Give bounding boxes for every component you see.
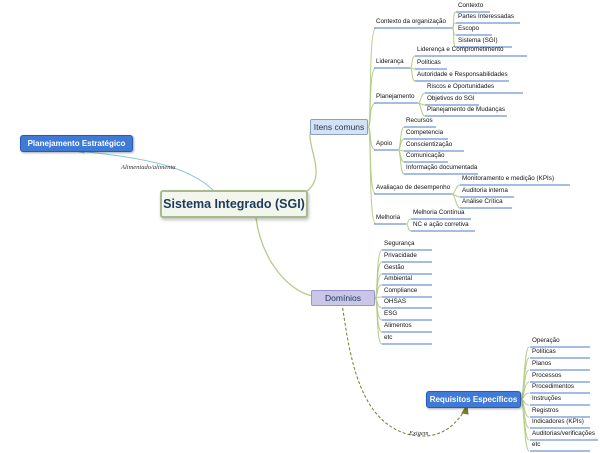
requisito-planos[interactable]: Planos	[532, 360, 552, 367]
item-escopo[interactable]: Escopo	[458, 25, 480, 32]
relationship-label-exigem: Exigem	[409, 430, 429, 437]
branch-nc-e-acao-corretiva	[405, 223, 412, 232]
branch-itens-planejamento	[367, 102, 377, 128]
central-topic-sgi[interactable]: Sistema Integrado (SGI)	[160, 190, 308, 218]
item-analise-critica[interactable]: Análise Crítica	[462, 198, 503, 205]
item-informacao-documentada[interactable]: Informação documentada	[406, 164, 478, 171]
requisito-etc[interactable]: etc	[532, 441, 541, 448]
branch-dominio-gestao	[374, 273, 383, 299]
requisito-procedimentos[interactable]: Procedimentos	[532, 383, 574, 390]
branch-monitoramento-e-medicao-kpis	[451, 184, 461, 195]
group-apoio[interactable]: Apoio	[376, 140, 393, 147]
topic-planejamento-estrategico[interactable]: Planejamento Estratégico	[20, 135, 133, 152]
requisito-processos[interactable]: Processos	[532, 372, 562, 379]
item-comunicacao[interactable]: Comunicação	[406, 152, 445, 159]
branch-autoridade-e-responsabilidades	[409, 67, 416, 82]
group-avaliacao-de-desempenho[interactable]: Avaliaçao de desempenho	[376, 184, 451, 191]
dominio-compliance[interactable]: Compliance	[384, 287, 418, 294]
item-melhoria-continua[interactable]: Melhoria Contínua	[413, 209, 465, 216]
dominio-etc[interactable]: etc	[384, 334, 393, 341]
item-recursos[interactable]: Recursos	[406, 117, 433, 124]
dominio-ohsas[interactable]: OHSAS	[384, 298, 407, 305]
dominio-alimentos[interactable]: Alimentos	[384, 322, 412, 329]
branch-itens-melhoria	[367, 126, 377, 225]
item-competencia[interactable]: Competencia	[406, 129, 444, 136]
item-nc-e-acao-corretiva[interactable]: NC e ação corretiva	[413, 221, 469, 228]
branch-dominio-etc	[374, 297, 383, 345]
dominio-seguranca[interactable]: Segurança	[384, 240, 415, 247]
group-planejamento[interactable]: Planejamento	[376, 93, 415, 100]
item-riscos-e-oportunidades[interactable]: Riscos e Oportunidades	[427, 83, 495, 90]
item-auditoria-interna[interactable]: Auditoria interna	[462, 187, 508, 194]
branch-informacao-documentada	[397, 149, 405, 175]
dominio-privacidade[interactable]: Privacidade	[384, 252, 417, 259]
branch-planejamento-de-mudancas	[417, 102, 426, 117]
requisito-instrucoes[interactable]: Instruções	[532, 395, 562, 402]
item-autoridade-e-responsabilidades[interactable]: Autoridade e Responsabilidades	[417, 71, 508, 78]
item-planejamento-de-mudancas[interactable]: Planejamento de Mudanças	[427, 106, 506, 113]
requisito-indicadores-kpis[interactable]: Indicadores (KPIs)	[532, 418, 584, 425]
branch-liderenca-e-comprometimento	[409, 55, 416, 69]
topic-dominios[interactable]: Domínios	[311, 290, 375, 306]
dominio-ambiental[interactable]: Ambiental	[384, 275, 413, 282]
group-melhoria[interactable]: Melhoria	[376, 214, 401, 221]
branch-requisito-etc	[520, 398, 530, 452]
item-contexto[interactable]: Contexto	[458, 2, 484, 9]
branch-analise-critica	[451, 193, 461, 209]
branch-melhoria-continua	[405, 218, 412, 225]
relation-exigem-line	[341, 302, 466, 437]
topic-itens-comuns[interactable]: Itens comuns	[310, 119, 368, 135]
requisito-auditorias-verificacoes[interactable]: Auditorias/verificações	[532, 430, 595, 437]
group-lideranca[interactable]: Liderança	[376, 58, 404, 65]
branch-riscos-e-oportunidades	[417, 92, 426, 104]
relation-alimentado-line	[77, 150, 214, 191]
branch-sgi-dominios	[255, 217, 314, 297]
dominio-esg[interactable]: ESG	[384, 310, 398, 317]
branch-partes-interessadas	[451, 22, 457, 29]
requisito-operacao[interactable]: Operação	[532, 337, 560, 344]
topic-requisitos-especificos[interactable]: Requisitos Específicos	[426, 391, 521, 408]
requisito-politicas[interactable]: Políticas	[532, 348, 556, 355]
branch-sistema-sgi	[451, 27, 457, 48]
item-politicas[interactable]: Políticas	[417, 59, 441, 66]
branch-recursos	[397, 126, 405, 151]
requisito-registros[interactable]: Registros	[532, 407, 559, 414]
item-monitoramento-e-medicao-kpis[interactable]: Monitoramento e medição (KPIs)	[462, 175, 555, 182]
relationship-label-alimentado: Alimentado/alimenta	[121, 164, 176, 171]
group-contexto-da-organizacao[interactable]: Contexto da organização	[376, 18, 447, 25]
branch-sgi-itens	[299, 126, 317, 196]
dominio-gestao[interactable]: Gestão	[384, 264, 405, 271]
item-sistema-sgi[interactable]: Sistema (SGI)	[458, 37, 498, 44]
item-liderenca-e-comprometimento[interactable]: Liderença e Comprometimento	[417, 46, 504, 53]
item-conscientizacao[interactable]: Conscientização	[406, 141, 453, 148]
item-partes-interessadas[interactable]: Partes Interessadas	[458, 13, 515, 20]
item-objetivos-do-sgi[interactable]: Objetivos do SGI	[427, 95, 475, 102]
